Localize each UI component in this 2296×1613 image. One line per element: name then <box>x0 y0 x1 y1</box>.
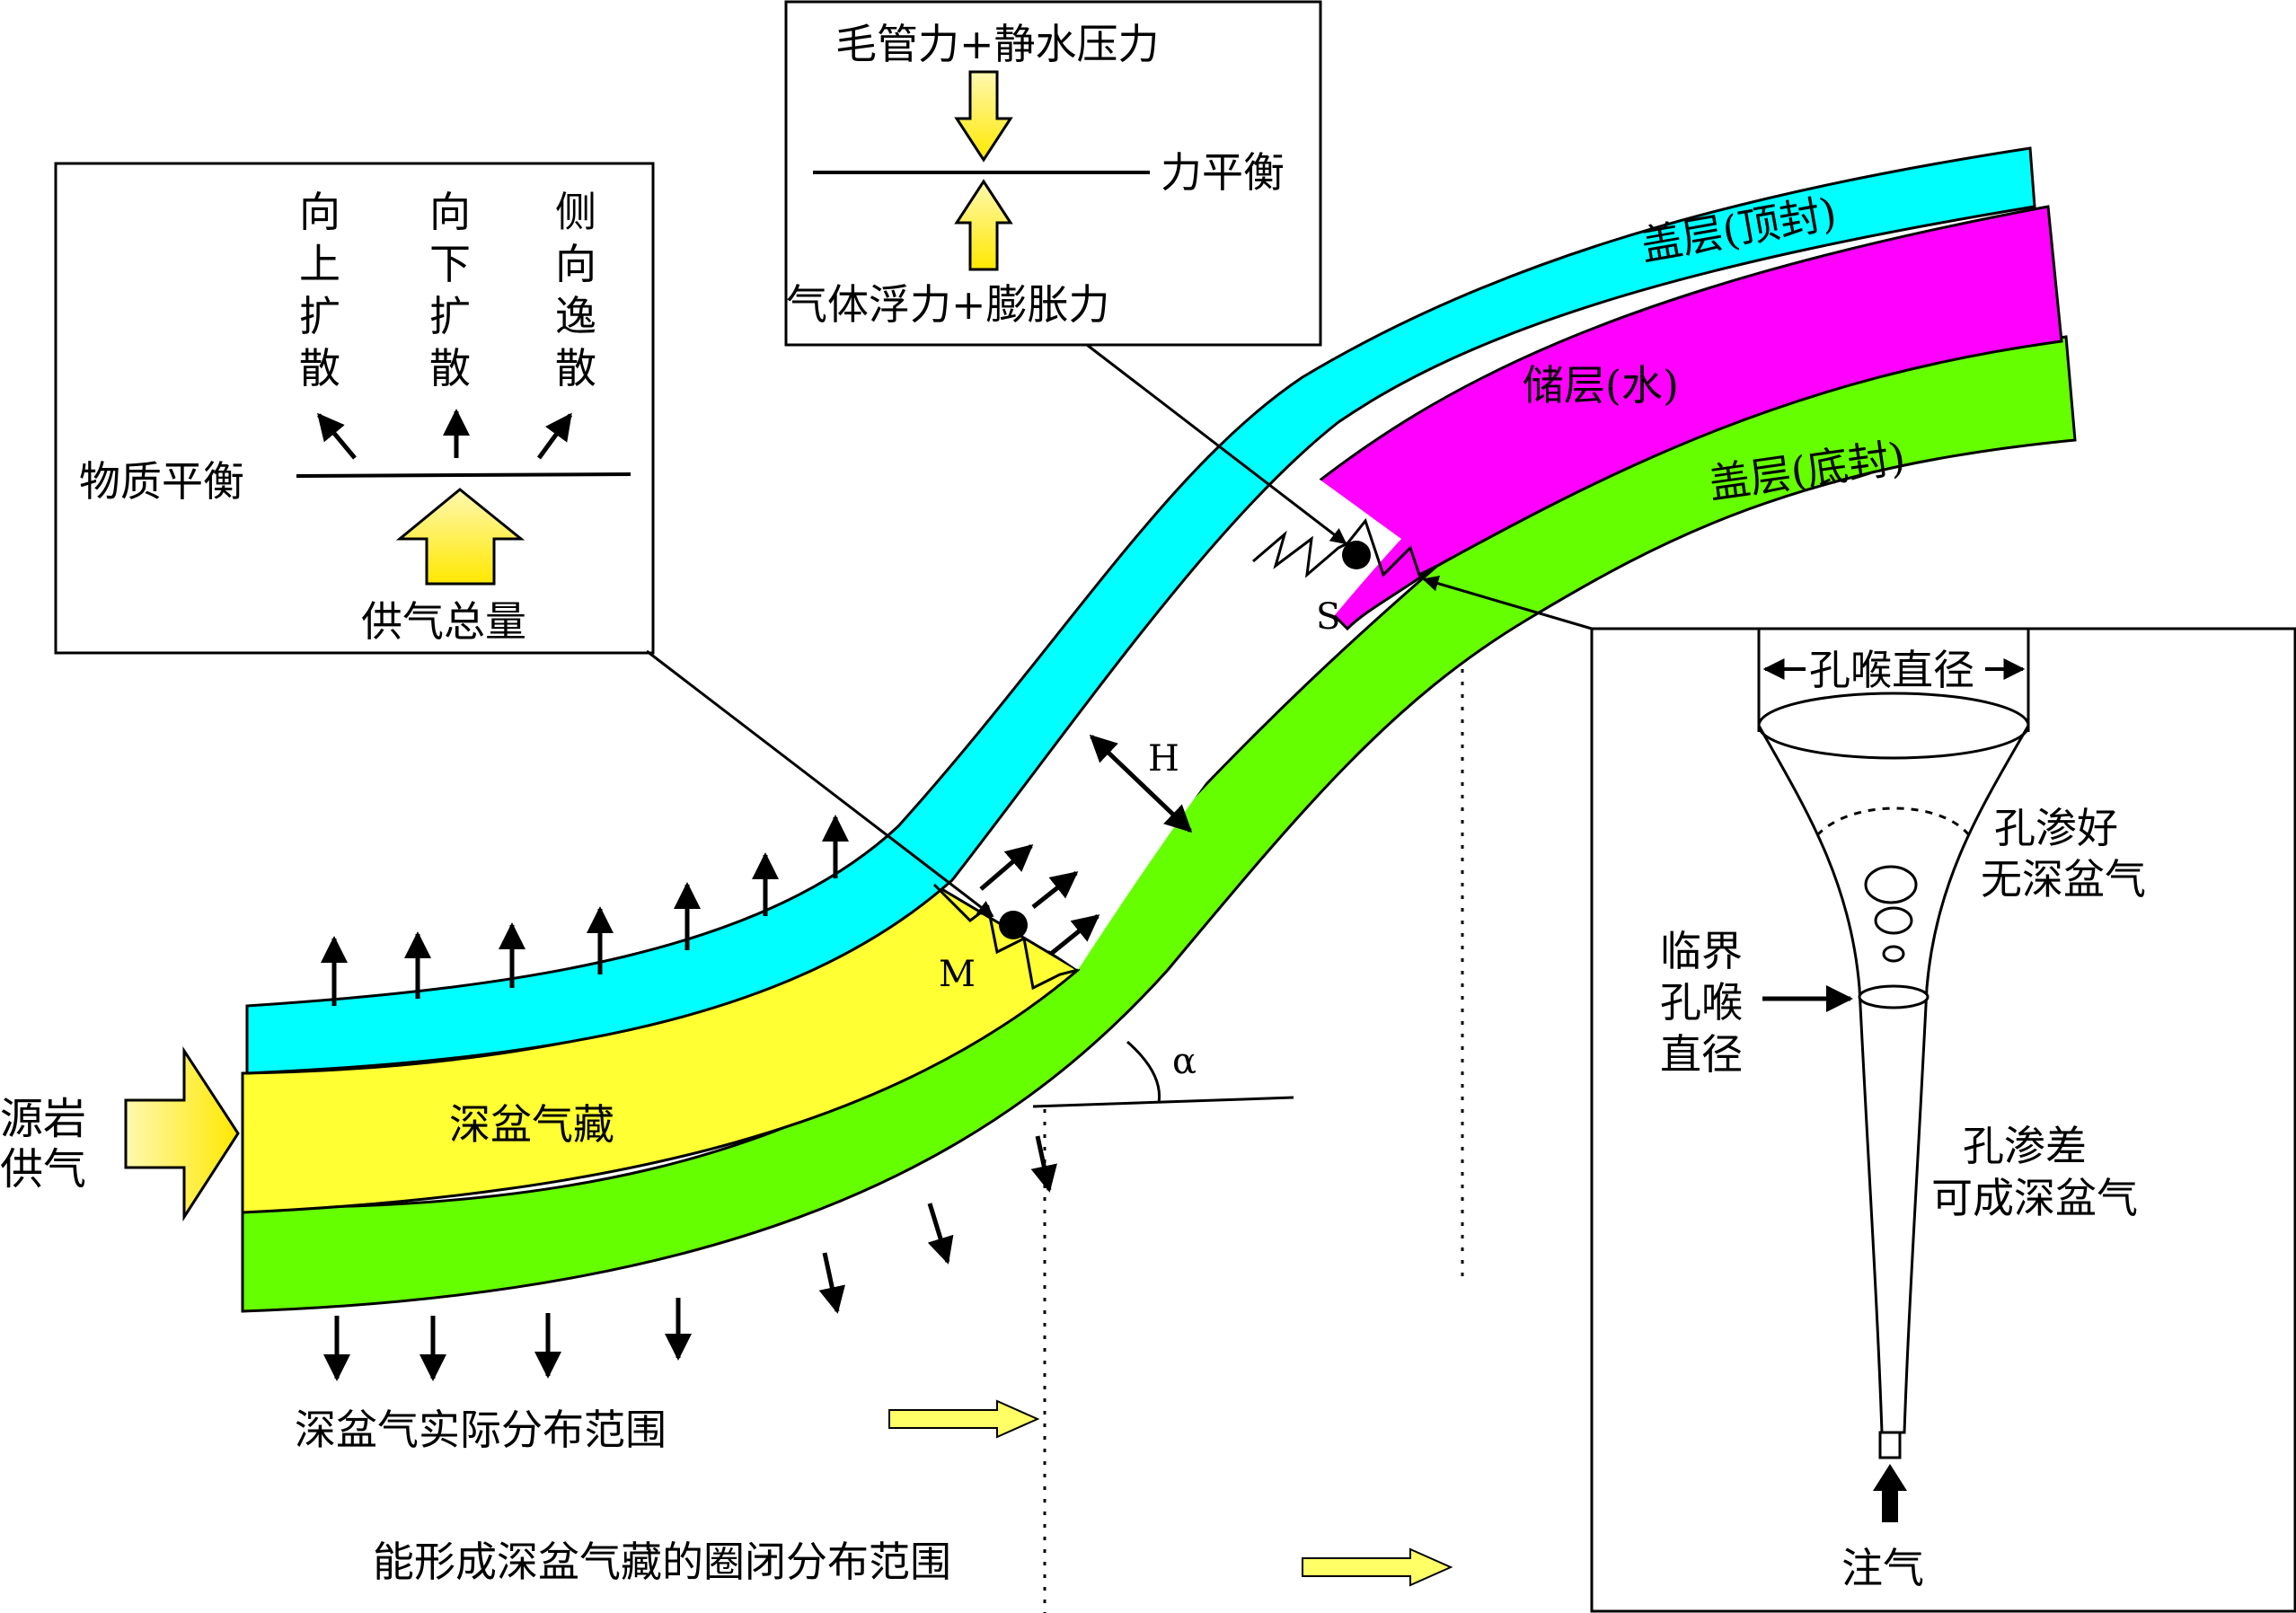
source-rock-supply-arrow <box>124 1045 240 1222</box>
label-total-gas-supply: 供气总量 <box>361 597 526 646</box>
label-good-permeability-2: 无深盆气 <box>1981 855 2146 903</box>
point-m <box>999 911 1028 939</box>
top-seal-layer <box>245 146 2036 1075</box>
upward-diffusion-label: 向 上 扩 散 <box>299 188 340 392</box>
interface-s-jagged <box>1252 517 1438 578</box>
label-critical-1: 临界 <box>1660 927 1743 975</box>
label-actual-distribution: 深盆气实际分布范围 <box>295 1406 667 1454</box>
horizontal-reference-line <box>1032 1096 1294 1108</box>
label-gas-injection: 注气 <box>1841 1544 1924 1592</box>
upward-force-arrow <box>954 179 1013 271</box>
bubble-large <box>1864 865 1918 904</box>
label-good-permeability-1: 孔渗好 <box>1994 804 2118 852</box>
funnel-top-ellipse <box>1757 692 2030 760</box>
label-deep-basin-gas: 深盆气藏 <box>449 1100 614 1149</box>
total-gas-supply-arrow <box>395 488 525 586</box>
material-balance-box <box>54 162 655 655</box>
svg-text:下: 下 <box>429 240 471 288</box>
label-source-rock-line1: 源岩 <box>0 1094 86 1144</box>
label-closure-distribution: 能形成深盆气藏的圈闭分布范围 <box>373 1538 951 1586</box>
svg-text:逸: 逸 <box>555 292 596 340</box>
svg-text:扩: 扩 <box>299 292 340 340</box>
svg-text:散: 散 <box>555 344 596 392</box>
label-poor-permeability-2: 可成深盆气 <box>1931 1174 2138 1222</box>
label-s: S <box>1316 596 1340 638</box>
closure-range-arrow <box>1302 1547 1453 1587</box>
bubble-small <box>1882 945 1905 963</box>
svg-text:向: 向 <box>299 188 340 236</box>
label-reservoir-water: 储层(水) <box>1523 361 1679 410</box>
svg-text:向: 向 <box>429 188 471 236</box>
label-material-balance: 物质平衡 <box>79 457 244 506</box>
label-poor-permeability-1: 孔渗差 <box>1963 1122 2087 1170</box>
svg-text:向: 向 <box>555 240 596 288</box>
svg-text:扩: 扩 <box>429 292 471 340</box>
reservoir-layer-water <box>1274 205 2063 631</box>
actual-range-arrow <box>888 1399 1040 1439</box>
box2-leader-line <box>1086 343 1347 545</box>
svg-text:侧: 侧 <box>555 188 596 236</box>
bubble-medium <box>1874 906 1913 935</box>
good-permeability-dashed <box>1815 806 1971 837</box>
label-force-balance: 力平衡 <box>1161 148 1285 197</box>
label-h: H <box>1148 738 1179 780</box>
label-source-rock-line2: 供气 <box>0 1144 86 1194</box>
gas-injection-arrow <box>1873 1464 1907 1522</box>
gas-water-transition-zone <box>952 467 1401 970</box>
label-alpha: α <box>1172 1041 1197 1082</box>
label-throat-diameter: 孔喉直径 <box>1809 646 1974 694</box>
downward-diffusion-label: 向 下 扩 散 <box>429 188 471 392</box>
pore-throat-box <box>1590 627 2296 1613</box>
label-critical-2: 孔喉 <box>1660 978 1743 1027</box>
upward-diffusion-arrows <box>321 815 849 1006</box>
material-balance-line <box>296 472 631 478</box>
label-m: M <box>939 954 976 995</box>
label-buoyancy-expansion: 气体浮力+膨胀力 <box>786 280 1110 329</box>
label-capillary-hydrostatic: 毛管力+静水压力 <box>835 20 1160 68</box>
svg-text:散: 散 <box>299 344 340 392</box>
gas-injection-port <box>1878 1431 1902 1459</box>
svg-text:上: 上 <box>299 240 340 288</box>
lateral-escape-label: 侧 向 逸 散 <box>555 188 596 392</box>
point-s <box>1342 541 1371 569</box>
critical-throat-ellipse <box>1858 984 1930 1009</box>
interface-m-jagged <box>932 883 1079 991</box>
alpha-arc <box>1126 1040 1161 1104</box>
lateral-escape-arrows <box>979 844 1100 956</box>
svg-text:散: 散 <box>429 344 471 392</box>
label-critical-3: 直径 <box>1660 1030 1743 1079</box>
box1-leader-line <box>646 649 994 918</box>
h-thickness-arrow <box>1089 734 1193 833</box>
box3-leader-line <box>1422 575 1593 630</box>
downward-force-arrow <box>954 70 1013 163</box>
